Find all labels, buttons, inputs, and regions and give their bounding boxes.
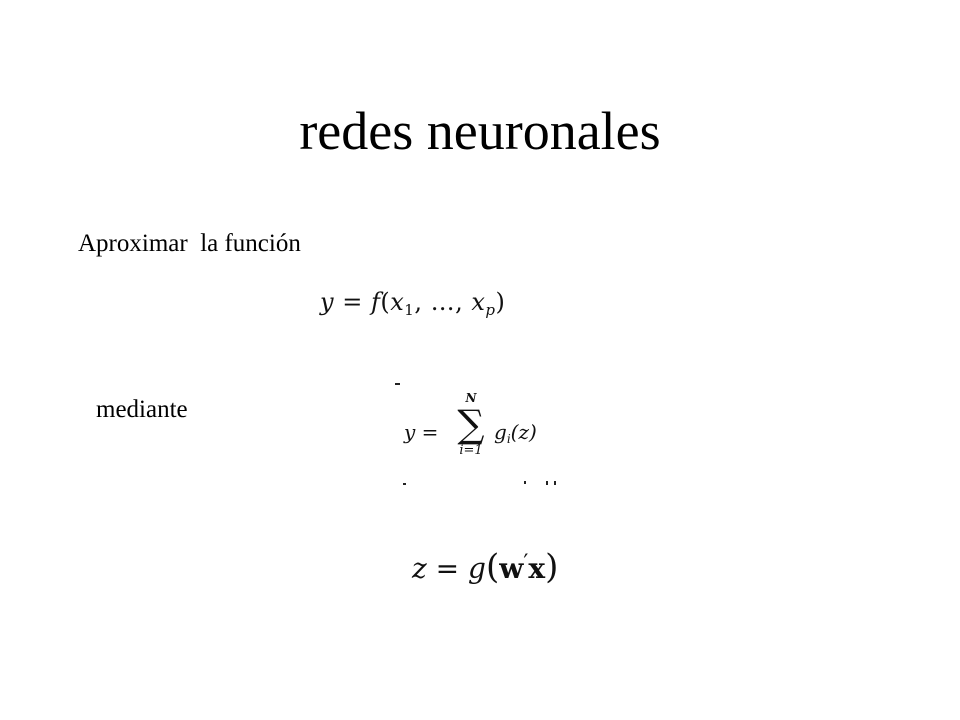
- eq2-term: gi(z): [494, 420, 537, 446]
- eq1-x1-base: x: [390, 288, 405, 316]
- eq3-open-paren: (: [485, 547, 500, 587]
- eq2-summation: N ∑ i=1: [452, 392, 490, 458]
- eq2-sum-lower: i=1: [459, 443, 483, 458]
- eq1-lhs: y: [320, 288, 335, 316]
- eq3-equals: =: [435, 552, 460, 585]
- eq3-close-paren: ): [545, 547, 559, 587]
- eq1-xp-base: x: [471, 288, 486, 316]
- scan-artifact-bottom-right-1: [546, 481, 548, 485]
- approximate-function-label: Aproximar la función: [78, 230, 301, 257]
- eq1-open-paren: (: [380, 288, 391, 316]
- eq1-sep2: ,: [455, 288, 464, 316]
- eq2-lhs: y: [404, 420, 416, 444]
- equation-sum: y = N ∑ i=1 gi(z): [404, 392, 564, 476]
- eq3-w: w: [499, 552, 524, 585]
- eq1-sep1: ,: [414, 288, 423, 316]
- eq2-arg: (z): [510, 420, 537, 444]
- scan-artifact-top: [395, 383, 400, 385]
- eq1-close-paren: ): [495, 288, 506, 316]
- eq2-sum-symbol: ∑: [457, 402, 485, 446]
- equation-function-definition: y = f(x1, …, xp): [320, 286, 505, 326]
- eq1-x1-sub: 1: [404, 301, 415, 319]
- eq2-equals: =: [421, 420, 439, 444]
- eq3-x: x: [528, 552, 546, 585]
- scan-artifact-bottom-right-2: [554, 481, 556, 485]
- eq2-lhs-group: y =: [404, 420, 438, 444]
- scan-artifact-bottom-left: [403, 483, 406, 485]
- eq1-func: f: [370, 288, 381, 316]
- eq2-func: g: [494, 420, 507, 444]
- eq2-func-sub: i: [506, 432, 511, 446]
- eq1-xp-sub: p: [485, 301, 496, 319]
- eq1-equals: =: [342, 288, 363, 316]
- eq3-prime: ′: [523, 551, 529, 576]
- eq1-dots: …: [430, 288, 456, 316]
- eq3-lhs: z: [412, 552, 427, 585]
- eq3-func: g: [468, 552, 486, 585]
- slide-title: redes neuronales: [299, 101, 661, 161]
- eq2-sum-upper: N: [465, 391, 477, 405]
- scan-artifact-bottom-mid: [524, 481, 526, 484]
- mediante-label: mediante: [96, 396, 188, 423]
- equation-activation: z = g(w′x): [412, 544, 558, 589]
